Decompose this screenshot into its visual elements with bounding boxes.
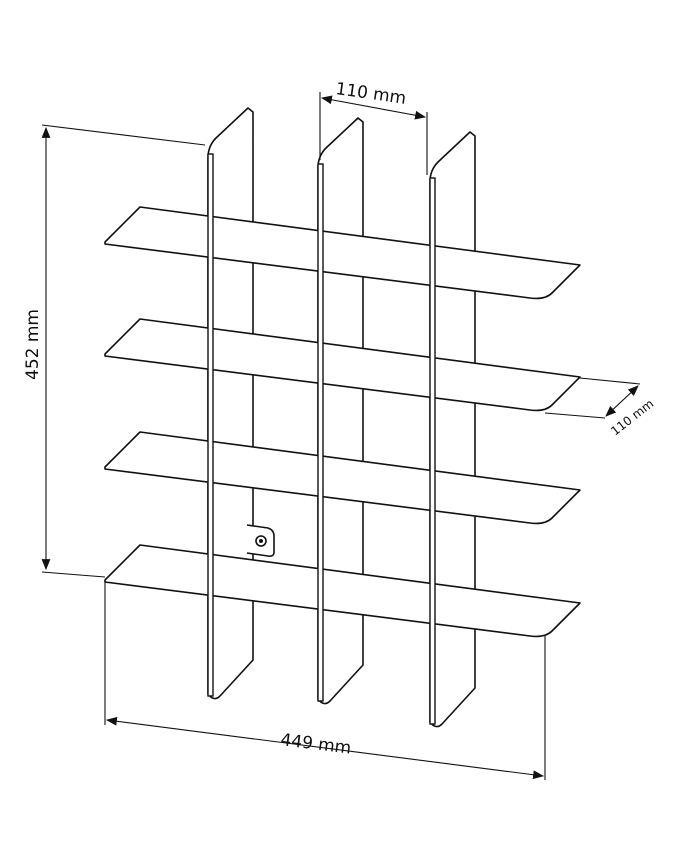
- depth-label: 110 mm: [608, 396, 656, 438]
- wall-bracket: [246, 524, 275, 557]
- width-label: 449 mm: [279, 730, 352, 759]
- dimension-height: 452 mm: [23, 124, 206, 578]
- height-label: 452 mm: [23, 309, 43, 380]
- vertical-panel: [429, 131, 476, 728]
- panel-spacing-label: 110 mm: [334, 79, 407, 109]
- shelf: [104, 206, 581, 300]
- panel-front-edge: [429, 177, 436, 725]
- shelf: [104, 544, 581, 638]
- panel-front-edge: [207, 153, 214, 697]
- vertical-panel: [207, 107, 254, 700]
- shelf: [104, 318, 581, 412]
- vertical-panel: [317, 117, 364, 705]
- shelf: [104, 431, 581, 525]
- panel-front-edge: [317, 163, 324, 702]
